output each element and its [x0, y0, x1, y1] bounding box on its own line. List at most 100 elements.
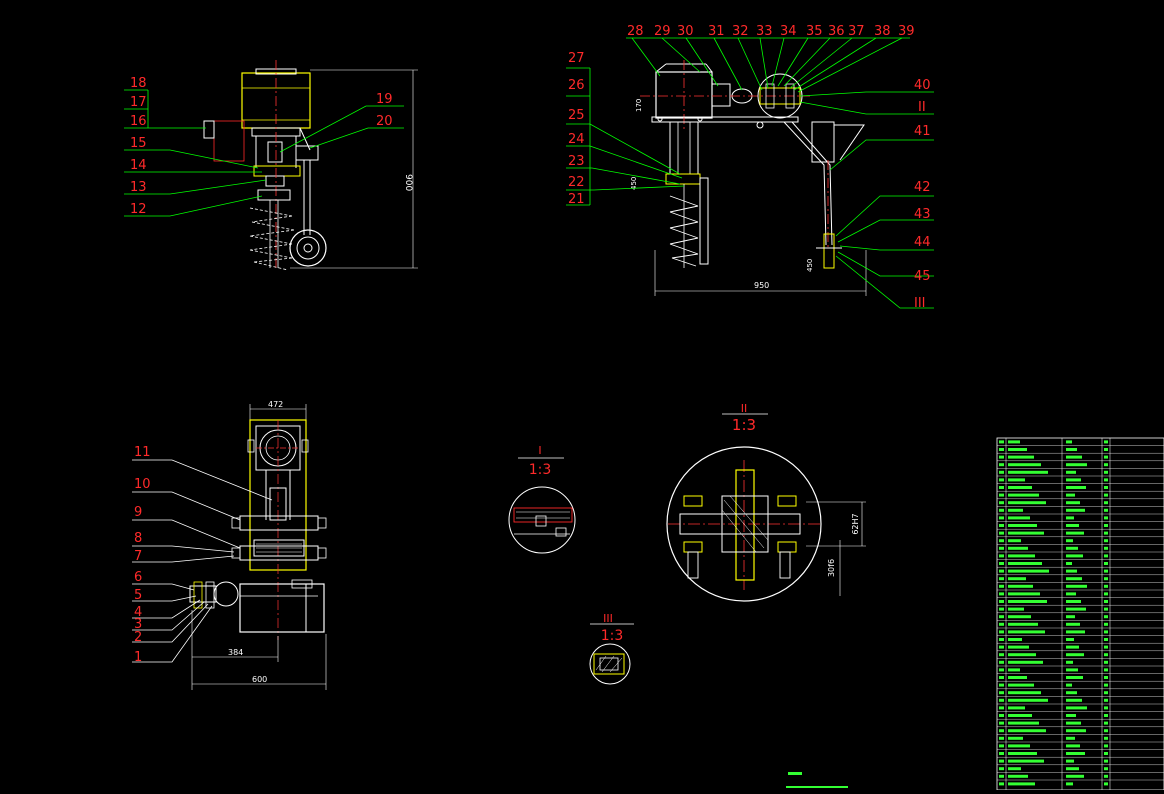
detail-i-label: I	[538, 444, 541, 457]
parts-text-mark	[1104, 698, 1108, 702]
dim-height: 900	[403, 174, 413, 191]
parts-text-mark	[1104, 546, 1108, 550]
parts-text-mark	[1008, 569, 1049, 573]
callout-17: 17	[130, 95, 147, 110]
parts-text-mark	[1104, 516, 1108, 520]
parts-text-mark	[1066, 660, 1073, 664]
parts-text-mark	[1104, 660, 1108, 664]
parts-text-mark	[999, 455, 1004, 459]
parts-text-mark	[1066, 645, 1079, 649]
callout-22: 22	[568, 175, 585, 190]
parts-text-mark	[1066, 759, 1074, 763]
parts-text-mark	[1066, 577, 1082, 581]
parts-text-mark	[999, 729, 1004, 733]
parts-text-mark	[1008, 463, 1041, 467]
parts-text-mark	[1008, 478, 1025, 482]
parts-text-mark	[1066, 622, 1080, 626]
detail-ii-label: II	[741, 402, 748, 415]
callout-23: 23	[568, 154, 585, 169]
callout-42: 42	[914, 180, 931, 195]
parts-text-mark	[1066, 752, 1085, 755]
front-view: 950 170 450 450	[566, 24, 934, 311]
parts-text-mark	[1104, 592, 1108, 596]
parts-text-mark	[999, 698, 1004, 702]
side-bracket	[189, 585, 217, 603]
parts-text-mark	[999, 478, 1004, 482]
callout-16: 16	[130, 114, 147, 129]
title-block-marks	[786, 772, 848, 788]
parts-text-mark	[1104, 569, 1108, 573]
parts-text-mark	[1104, 448, 1108, 451]
parts-text-mark	[1066, 714, 1076, 717]
parts-text-mark	[999, 440, 1004, 444]
bracket-part	[203, 120, 215, 139]
parts-text-mark	[1008, 486, 1032, 489]
parts-text-mark	[1066, 653, 1084, 657]
parts-text-mark	[999, 592, 1004, 596]
parts-text-mark	[1104, 455, 1108, 459]
parts-text-mark	[1104, 759, 1108, 763]
dim-small: 170	[635, 99, 643, 112]
parts-text-mark	[1066, 440, 1072, 444]
parts-text-mark	[999, 622, 1004, 626]
parts-text-mark	[1066, 706, 1087, 710]
parts-text-mark	[1008, 668, 1020, 672]
parts-text-mark	[1104, 463, 1108, 467]
parts-text-mark	[1104, 531, 1108, 535]
parts-text-mark	[1008, 645, 1029, 649]
callout-25: 25	[568, 108, 585, 123]
callout-26: 26	[568, 78, 585, 93]
parts-text-mark	[1066, 486, 1086, 489]
parts-text-mark	[1008, 592, 1040, 596]
callout-1: 1	[134, 650, 142, 665]
parts-text-mark	[999, 501, 1004, 505]
parts-text-mark	[1104, 638, 1108, 641]
side-view: 900 18 17 16 15 14 13 12 19 20	[124, 60, 418, 271]
parts-text-mark	[1008, 531, 1044, 535]
parts-text-mark	[999, 676, 1004, 679]
callout-28: 28	[627, 24, 644, 39]
parts-text-mark	[1104, 653, 1108, 657]
parts-text-mark	[999, 782, 1004, 786]
callout-13: 13	[130, 180, 147, 195]
parts-text-mark	[1104, 478, 1108, 482]
parts-text-mark	[1066, 554, 1083, 558]
detail-ii-scale: 1:3	[732, 416, 756, 434]
callout-3: 3	[134, 617, 142, 632]
parts-text-mark	[1008, 516, 1030, 520]
dim-inner: 384	[228, 648, 243, 657]
parts-text-mark	[1008, 455, 1034, 459]
parts-text-mark	[1104, 508, 1108, 512]
dim-wheel: 450	[806, 259, 814, 272]
callout-29: 29	[654, 24, 671, 39]
parts-text-mark	[999, 448, 1004, 451]
parts-text-mark	[1008, 721, 1039, 725]
parts-text-mark	[1104, 615, 1108, 619]
parts-text-mark	[1104, 721, 1108, 725]
parts-text-mark	[1008, 501, 1046, 505]
callout-38: 38	[874, 24, 891, 39]
parts-text-mark	[1066, 691, 1077, 695]
parts-text-mark	[1008, 554, 1035, 558]
parts-text-mark	[1008, 714, 1032, 717]
dim-outer: 600	[252, 675, 267, 684]
detail-i-scale: 1:3	[529, 462, 552, 478]
parts-text-mark	[999, 600, 1004, 603]
callout-iii: III	[914, 296, 926, 311]
parts-text-mark	[1066, 584, 1087, 588]
main-beam	[651, 116, 799, 123]
parts-text-mark	[1066, 508, 1085, 512]
parts-text-mark	[1104, 774, 1108, 778]
parts-text-mark	[1104, 577, 1108, 581]
parts-text-mark	[1104, 752, 1108, 755]
parts-text-mark	[1104, 440, 1108, 444]
parts-text-mark	[1066, 782, 1073, 786]
callout-19: 19	[376, 92, 393, 107]
parts-text-mark	[1008, 752, 1037, 755]
callout-2: 2	[134, 630, 142, 645]
detail-i: I 1:3	[508, 444, 576, 554]
callout-40: 40	[914, 78, 931, 93]
callout-21: 21	[568, 192, 585, 207]
parts-text-mark	[999, 653, 1004, 657]
parts-text-mark	[1008, 630, 1045, 634]
